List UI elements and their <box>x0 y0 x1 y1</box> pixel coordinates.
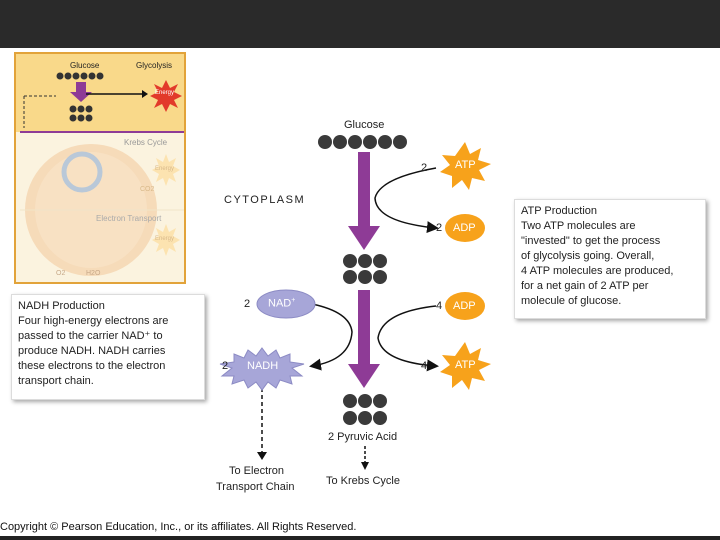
nad-label: NAD+ <box>268 297 296 310</box>
adp-atp-curve-arrow <box>377 305 439 372</box>
atp-box-line: 4 ATP molecules are produced, <box>521 265 674 277</box>
thumbnail-energy-label-1: Energy <box>155 90 175 96</box>
to-krebs-label: To Krebs Cycle <box>326 475 400 487</box>
purple-arrow-2-head <box>348 364 380 388</box>
cytoplasm-label: CYTOPLASM <box>224 194 306 206</box>
overview-thumbnail: Glucose Glycolysis Energy Krebs Cycle En… <box>14 52 186 284</box>
atp-in-count: 2 <box>421 162 428 174</box>
thumbnail-energy-burst-1 <box>150 80 182 112</box>
pyruvic-acid-label: 2 Pyruvic Acid <box>328 431 398 443</box>
thumbnail-electron-transport-label: Electron Transport <box>96 214 162 223</box>
nadh-count: 2 <box>222 360 229 372</box>
glucose-molecule <box>318 135 407 149</box>
atp-box-line: for a net gain of 2 ATP per <box>521 280 649 292</box>
thumbnail-arrow-shaft <box>76 82 86 92</box>
copyright-footer: Copyright © Pearson Education, Inc., or … <box>0 521 357 533</box>
nadh-box-line: these electrons to the electron <box>18 360 166 372</box>
adp-in-count: 4 <box>436 300 443 312</box>
thumbnail-energy-label-2: Energy <box>155 166 175 172</box>
nadh-production-box: NADH Production Four high-energy electro… <box>11 294 205 400</box>
pyruvic-acid-molecule <box>343 394 387 425</box>
nadh-box-line: passed to the carrier NAD⁺ to <box>18 330 163 342</box>
thumbnail-glucose-chain <box>56 72 104 80</box>
atp-out-burst <box>440 342 491 390</box>
thumbnail-energy-burst-3 <box>152 224 180 256</box>
adp-out-oval <box>445 214 485 242</box>
nad-count: 2 <box>244 298 251 310</box>
purple-arrow-2-shaft <box>358 290 370 366</box>
intermediate-molecule <box>343 254 387 284</box>
thumbnail-energy-label-3: Energy <box>155 236 175 242</box>
adp-in-label: ADP <box>453 300 476 312</box>
thumbnail-pyruvate <box>69 105 93 122</box>
adp-out-count: 2 <box>436 222 443 234</box>
to-electron-label-line2: Transport Chain <box>216 481 295 493</box>
nadh-box-title: NADH Production <box>18 300 105 312</box>
thumbnail-o2-label: O2 <box>56 270 66 277</box>
atp-production-box: ATP Production Two ATP molecules are "in… <box>514 199 706 319</box>
nadh-box-line: Four high-energy electrons are <box>18 315 169 327</box>
adp-in-oval <box>445 292 485 320</box>
adp-out-label: ADP <box>453 222 476 234</box>
thumbnail-co2-label: CO2 <box>140 186 155 193</box>
nadh-label: NADH <box>247 360 279 372</box>
glucose-label: Glucose <box>344 119 385 131</box>
nadh-box-line: transport chain. <box>18 375 94 387</box>
atp-box-line: Two ATP molecules are <box>521 220 636 232</box>
purple-arrow-1-head <box>348 226 380 250</box>
bottom-bar <box>0 536 720 540</box>
atp-in-burst <box>440 142 491 190</box>
thumbnail-graphic <box>16 54 184 276</box>
nad-oval <box>256 289 316 319</box>
atp-box-line: of glycolysis going. Overall, <box>521 250 655 262</box>
thumbnail-glycolysis-label: Glycolysis <box>136 61 173 70</box>
top-header-bar <box>0 0 720 48</box>
atp-in-label: ATP <box>455 159 476 171</box>
nadh-burst <box>219 347 305 391</box>
to-electron-label-line1: To Electron <box>229 465 285 477</box>
thumbnail-glucose-label: Glucose <box>70 61 100 70</box>
atp-out-label: ATP <box>455 359 476 371</box>
thumbnail-energy-burst-2 <box>152 154 180 186</box>
atp-out-count: 4 <box>421 360 428 372</box>
atp-box-title: ATP Production <box>521 205 598 217</box>
atp-box-line: "invested" to get the process <box>521 235 661 247</box>
nad-nadh-curve-arrow <box>309 303 353 371</box>
nadh-box-line: produce NADH. NADH carries <box>18 345 166 357</box>
thumbnail-h2o-label: H2O <box>86 270 101 277</box>
purple-arrow-1-shaft <box>358 152 370 228</box>
thumbnail-krebs-cycle-ring <box>61 151 103 193</box>
thumbnail-krebs-label: Krebs Cycle <box>124 138 168 147</box>
atp-adp-curve-arrow <box>374 167 439 234</box>
atp-box-line: molecule of glucose. <box>521 295 622 307</box>
